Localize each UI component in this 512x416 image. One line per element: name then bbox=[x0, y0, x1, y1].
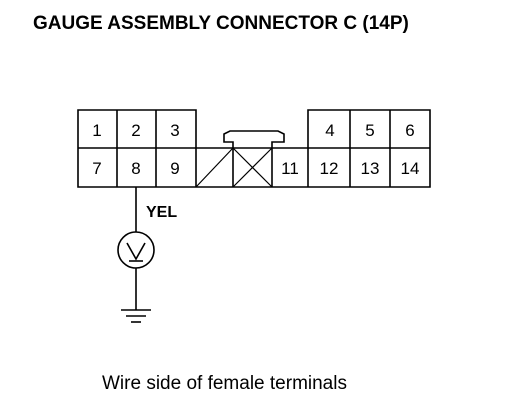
voltmeter-needle bbox=[126, 242, 146, 261]
connector-lock-tab bbox=[223, 130, 285, 148]
pin-label: 5 bbox=[365, 121, 374, 140]
pin-label: 13 bbox=[361, 159, 380, 178]
blank-cell-cross bbox=[232, 147, 273, 188]
pin-label: 6 bbox=[405, 121, 414, 140]
pin-label: 11 bbox=[281, 159, 299, 178]
pin-label: 3 bbox=[170, 121, 179, 140]
diagram-caption: Wire side of female terminals bbox=[102, 373, 347, 394]
pin-label: 4 bbox=[325, 121, 334, 140]
pin-label: 9 bbox=[170, 159, 179, 178]
ground-icon bbox=[121, 309, 151, 323]
pin-label: 7 bbox=[92, 159, 101, 178]
blank-cell-cross bbox=[195, 147, 234, 188]
pin-label: 2 bbox=[131, 121, 140, 140]
voltmeter-icon bbox=[117, 231, 155, 269]
pin-label: 14 bbox=[401, 159, 420, 178]
diagram-title: GAUGE ASSEMBLY CONNECTOR C (14P) bbox=[33, 13, 409, 34]
pin-label: 1 bbox=[92, 121, 101, 140]
wire-color-label: YEL bbox=[146, 204, 177, 221]
pin-label: 8 bbox=[131, 159, 140, 178]
pin-label: 12 bbox=[320, 159, 339, 178]
